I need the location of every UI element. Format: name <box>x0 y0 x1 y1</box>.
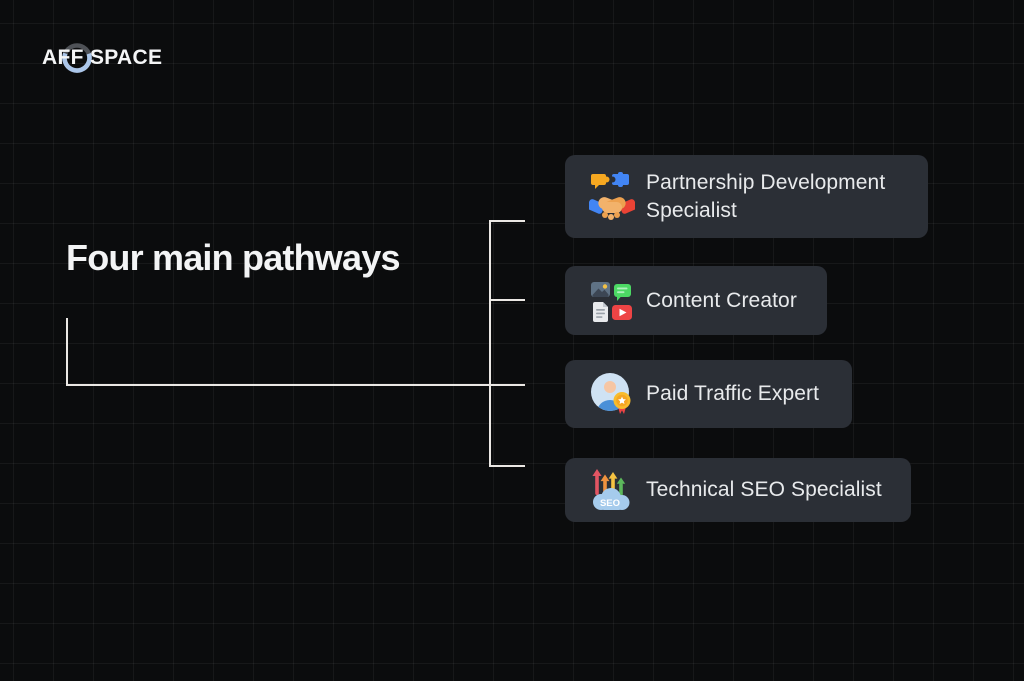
logo-text-aff: AFF <box>42 46 84 69</box>
pathway-label: Technical SEO Specialist <box>646 478 882 501</box>
pathway-label: Partnership Development Specialist <box>646 170 886 222</box>
seo-cloud-arrows-icon: SEO <box>592 469 630 510</box>
logo-text-space: SPACE <box>90 46 163 69</box>
heading-branch-line <box>66 318 525 386</box>
seo-cloud-label: SEO <box>600 498 620 509</box>
content-media-icon <box>591 281 632 322</box>
pathway-card-partnership: Partnership Development Specialist <box>565 155 928 238</box>
logo-ring-icon <box>62 43 92 73</box>
pathway-label: Paid Traffic Expert <box>646 382 820 405</box>
pathway-card-technical-seo: SEO Technical SEO Specialist <box>565 458 911 522</box>
partnership-handshake-icon <box>589 171 635 220</box>
pathway-card-content-creator: Content Creator <box>565 266 827 335</box>
paid-traffic-avatar-medal-icon <box>591 373 631 414</box>
pathway-label: Content Creator <box>646 288 797 312</box>
affspace-logo: AFF SPACE <box>42 42 172 76</box>
page-title: Four main pathways <box>66 237 400 278</box>
pathway-card-paid-traffic: Paid Traffic Expert <box>565 360 852 428</box>
